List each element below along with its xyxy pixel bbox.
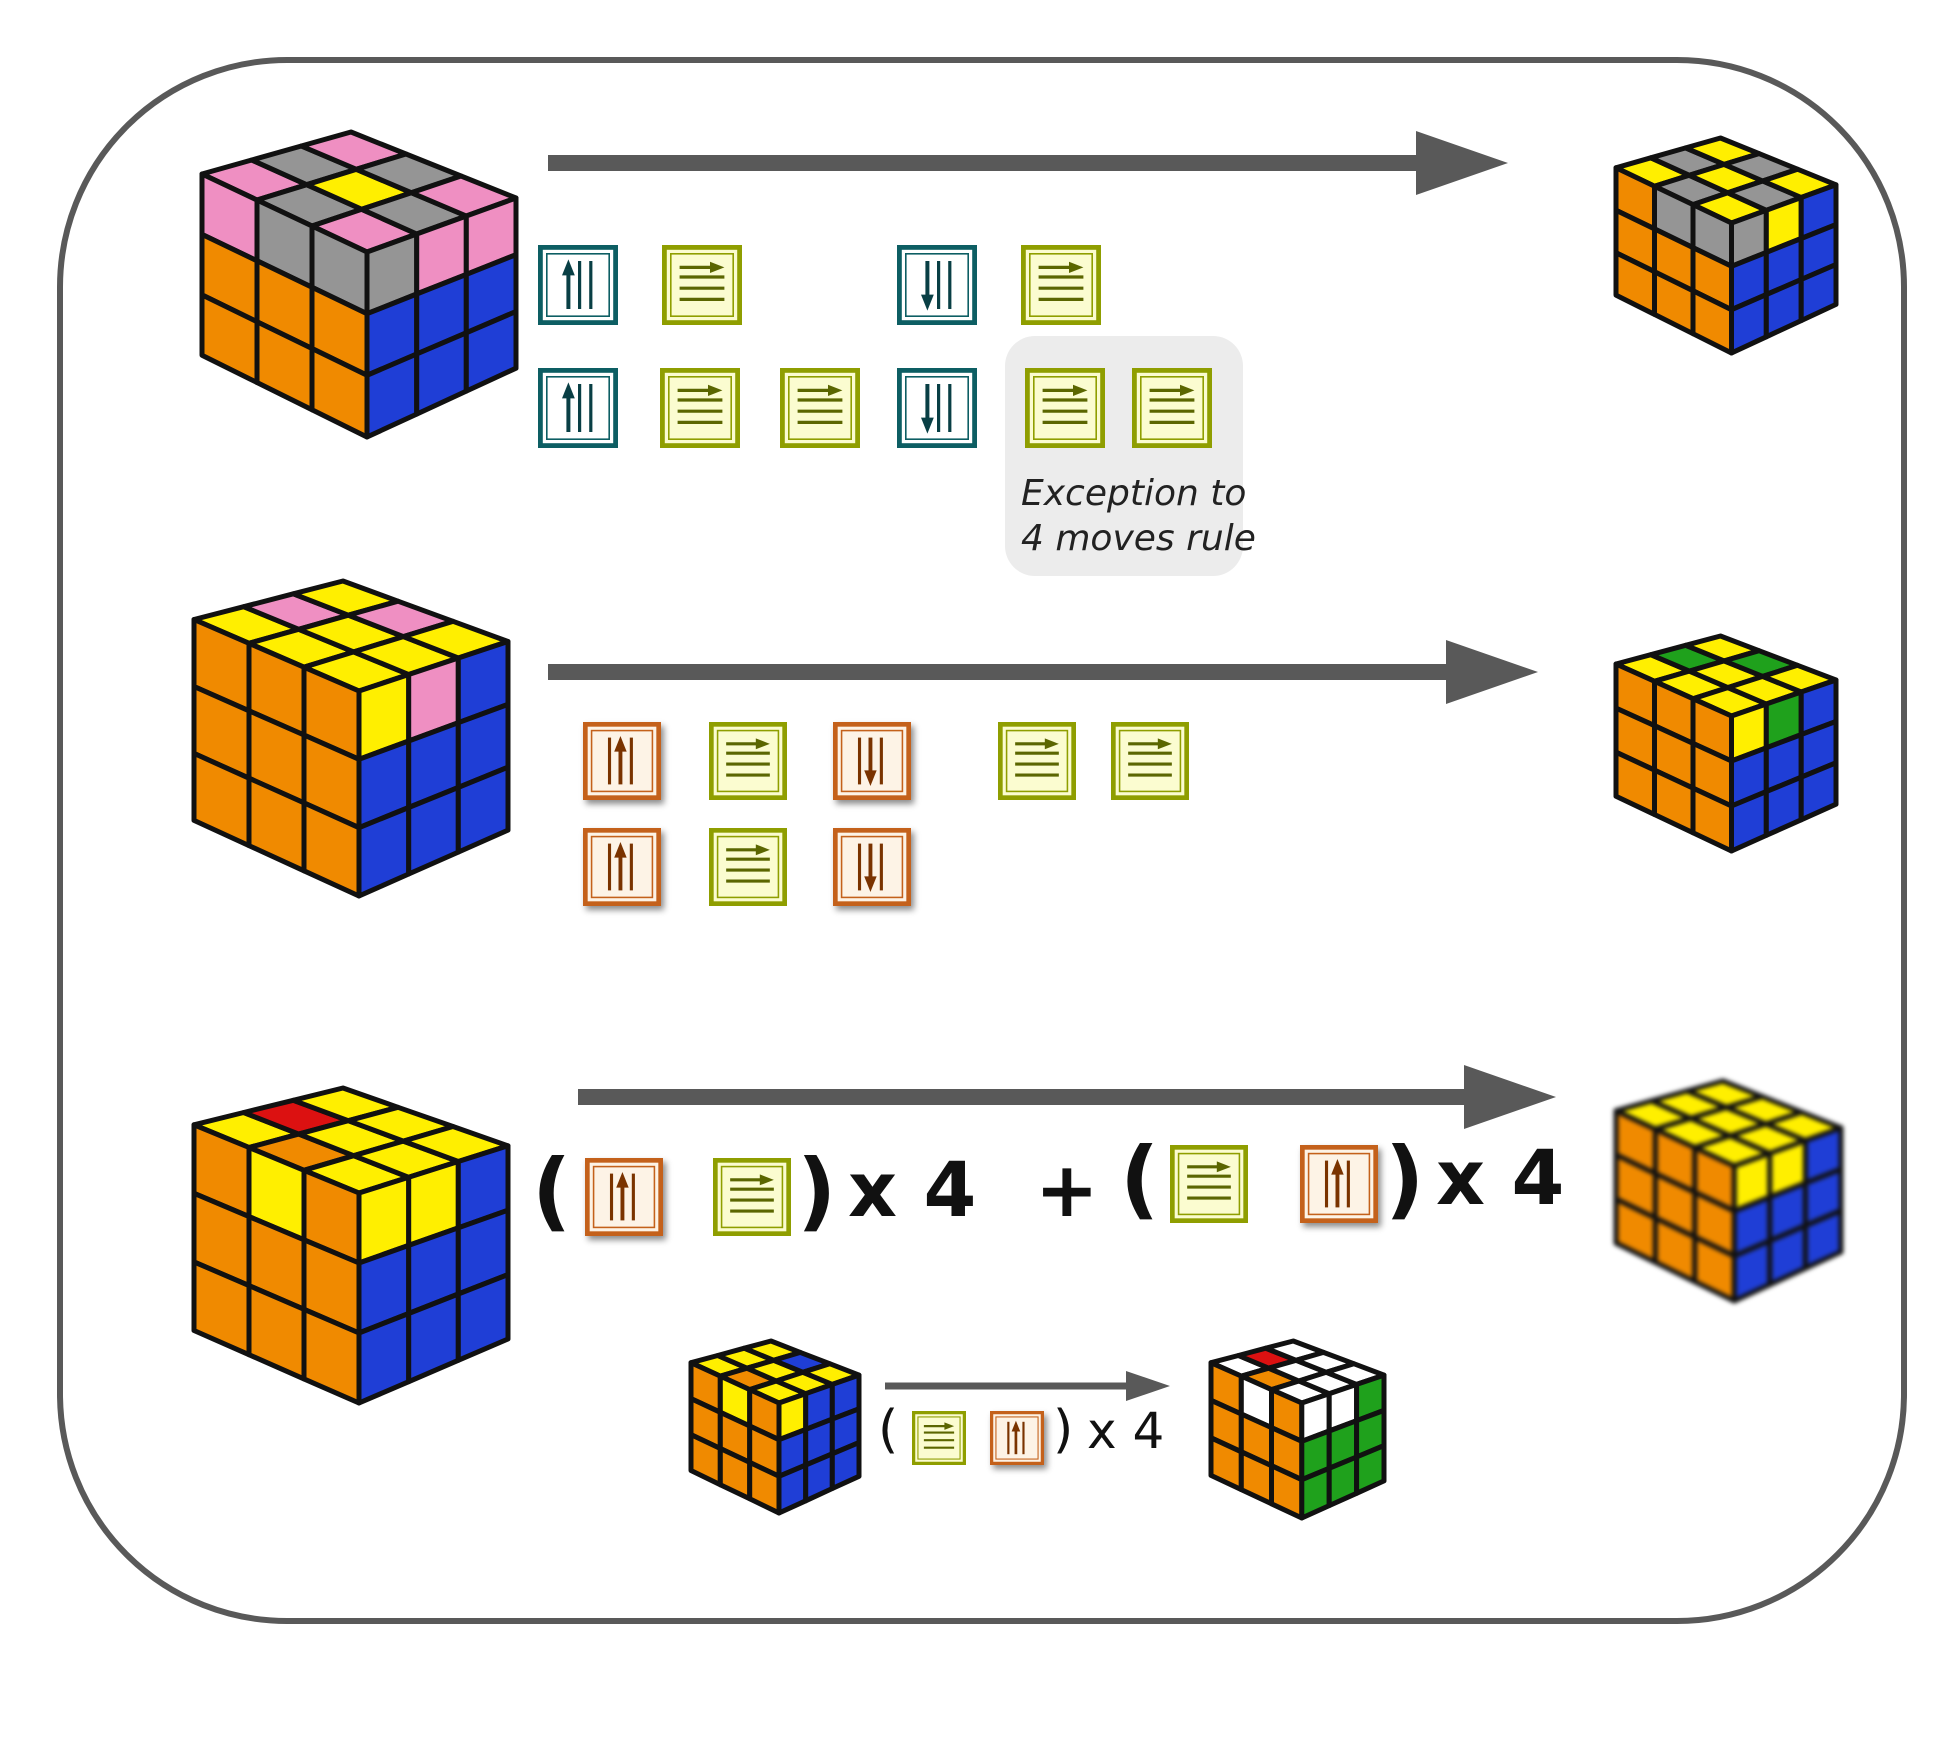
move-tile-r1b-1 xyxy=(538,368,618,448)
cube-row1-start xyxy=(196,126,530,451)
row4-open-paren: ( xyxy=(878,1400,899,1460)
arrow-row4-head xyxy=(1126,1371,1170,1401)
arrow-row1-shaft xyxy=(548,155,1418,171)
move-tile-r3-3 xyxy=(1170,1145,1248,1223)
cube-row4-start xyxy=(685,1335,873,1527)
move-tile-r1b-2 xyxy=(660,368,740,448)
cube-row2-start xyxy=(188,575,522,910)
cube-row4-end xyxy=(1205,1335,1398,1532)
move-tile-r1b-5 xyxy=(1025,368,1105,448)
cube-row3-end xyxy=(1610,1075,1855,1315)
row3-left-close-paren: ) xyxy=(797,1141,837,1241)
arrow-row2-shaft xyxy=(548,664,1448,680)
move-tile-r2b-1 xyxy=(583,828,661,906)
arrow-row3-head xyxy=(1464,1065,1556,1129)
arrow-row1 xyxy=(548,131,1508,195)
move-tile-r2a-1 xyxy=(583,722,661,800)
cube-row3-start xyxy=(188,1082,522,1417)
move-tile-r2b-2 xyxy=(709,828,787,906)
rounded-frame xyxy=(57,57,1907,1624)
arrow-row4-shaft xyxy=(885,1382,1128,1390)
move-tile-r1b-3 xyxy=(780,368,860,448)
arrow-row2 xyxy=(548,640,1538,704)
exception-note-line2: 4 moves rule xyxy=(1021,518,1256,559)
move-tile-r1a-4 xyxy=(1021,245,1101,325)
row3-plus-sign: + xyxy=(1035,1145,1099,1234)
move-tile-r1a-1 xyxy=(538,245,618,325)
row4-close-paren: ) xyxy=(1053,1400,1074,1460)
row3-left-multiplier: x 4 xyxy=(848,1145,977,1234)
right-sticker-2-2 xyxy=(463,309,519,394)
right-sticker-2-2 xyxy=(455,764,511,855)
right-sticker-2-0 xyxy=(776,1462,809,1516)
row3-left-open-paren: ( xyxy=(532,1141,572,1241)
row3-right-multiplier: x 4 xyxy=(1436,1133,1565,1222)
cube-row2-end xyxy=(1610,630,1850,865)
move-tile-r3-2 xyxy=(713,1158,791,1236)
move-tile-r1a-2 xyxy=(662,245,742,325)
cube-row1-end xyxy=(1610,132,1850,367)
move-tile-r3-4 xyxy=(1300,1145,1378,1223)
right-sticker-2-0 xyxy=(1299,1465,1332,1521)
right-sticker-2-2 xyxy=(455,1272,511,1363)
move-tile-r1a-3 xyxy=(897,245,977,325)
arrow-row3-shaft xyxy=(578,1089,1466,1105)
row3-right-open-paren: ( xyxy=(1120,1129,1160,1229)
move-tile-r3-1 xyxy=(585,1158,663,1236)
right-sticker-2-1 xyxy=(803,1451,835,1504)
move-tile-r2b-3 xyxy=(833,828,911,906)
move-tile-r2a-3 xyxy=(833,722,911,800)
right-sticker-2-2 xyxy=(829,1440,862,1491)
right-sticker-2-2 xyxy=(1798,760,1839,823)
move-tile-r2a-2 xyxy=(709,722,787,800)
right-sticker-2-2 xyxy=(1354,1443,1387,1496)
arrow-row2-head xyxy=(1446,640,1538,704)
move-tile-r2a-5 xyxy=(1111,722,1189,800)
move-tile-r1b-4 xyxy=(897,368,977,448)
row3-right-close-paren: ) xyxy=(1385,1129,1425,1229)
move-tile-r2a-4 xyxy=(998,722,1076,800)
right-sticker-2-2 xyxy=(1798,262,1839,324)
arrow-row3 xyxy=(578,1065,1556,1129)
move-tile-r4-1 xyxy=(912,1411,966,1465)
arrow-row1-head xyxy=(1416,131,1508,195)
move-tile-r4-2 xyxy=(990,1411,1044,1465)
exception-note-line1: Exception to xyxy=(1021,473,1247,514)
move-tile-r1b-6 xyxy=(1132,368,1212,448)
row4-multiplier: x 4 xyxy=(1087,1402,1165,1460)
right-sticker-2-1 xyxy=(1326,1454,1360,1509)
right-sticker-2-2 xyxy=(1802,1208,1844,1271)
arrow-row4 xyxy=(885,1371,1170,1401)
